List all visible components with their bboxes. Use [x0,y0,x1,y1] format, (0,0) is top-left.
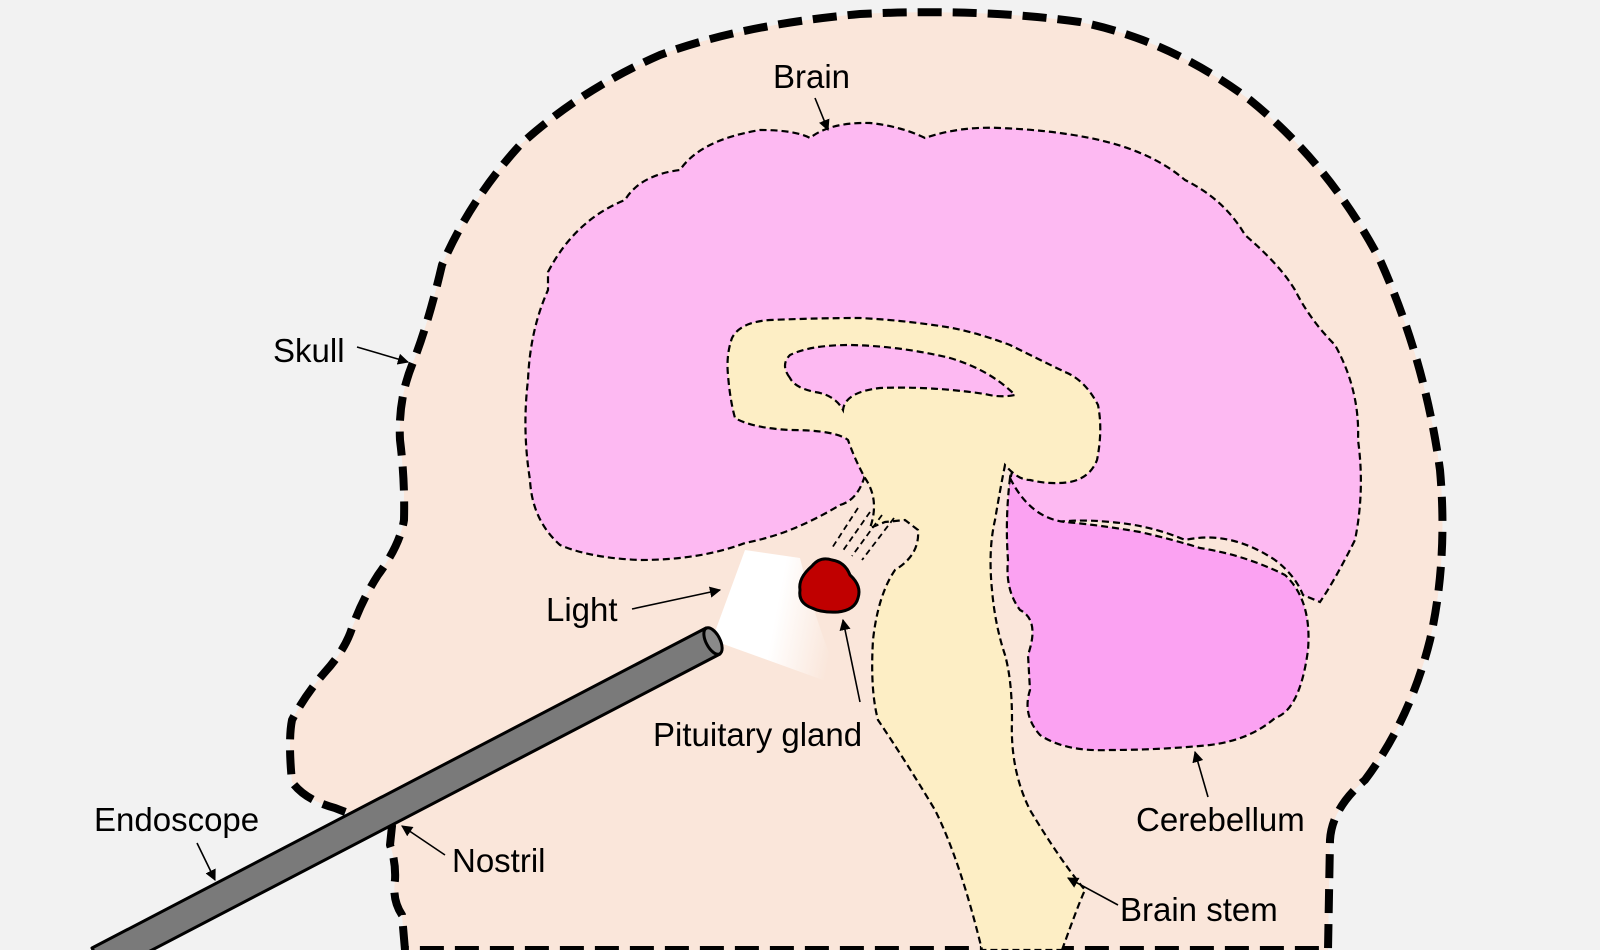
label-brain: Brain [773,58,850,95]
light-leader [631,586,722,610]
cerebellum-leader [1192,750,1209,798]
label-cerebellum: Cerebellum [1136,801,1305,838]
light-beam [712,550,845,688]
skull-leader [356,346,410,365]
endoscope-leader [196,842,216,882]
label-skull: Skull [273,332,345,369]
cerebellum [1005,474,1310,752]
label-light: Light [546,591,618,628]
brain-stem-leader [1067,877,1119,906]
brain-stem [726,316,1102,950]
pituitary-leader [839,618,861,703]
label-endoscope: Endoscope [94,801,259,838]
label-nostril: Nostril [452,842,546,879]
label-brain-stem: Brain stem [1120,891,1278,928]
nostril-leader [401,825,446,856]
label-pituitary-gland: Pituitary gland [653,716,862,753]
endoscope-tip [702,626,724,656]
corpus-callosum-inner [783,343,1018,414]
pituitary-stalk [831,507,895,561]
pituitary-gland [798,557,861,614]
brain-leader [814,97,830,132]
